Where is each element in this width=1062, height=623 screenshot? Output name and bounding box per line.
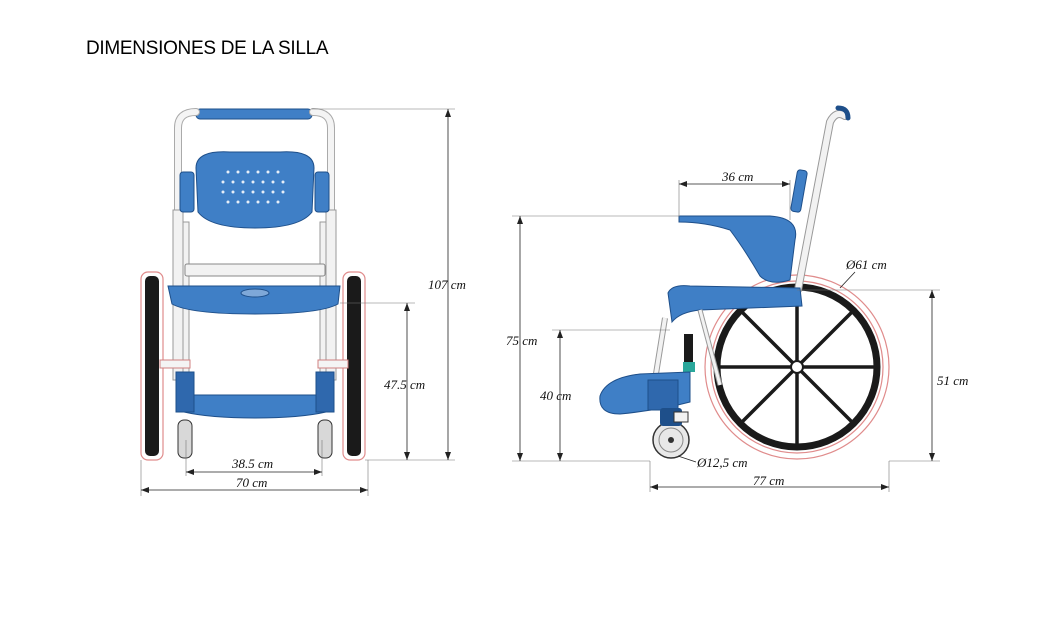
side-seat [667, 285, 803, 324]
side-backrest [678, 215, 797, 283]
side-armrest-height-label: 75 cm [506, 333, 537, 348]
side-total-length-label: 77 cm [753, 473, 784, 488]
front-total-width-label: 70 cm [236, 475, 267, 490]
side-axle-height-label: 51 cm [937, 373, 968, 388]
side-dimension-lines [512, 180, 940, 492]
backrest [195, 151, 315, 229]
side-wheel-diameter-label: Ø61 cm [845, 257, 887, 272]
side-caster-diameter-label: Ø12,5 cm [696, 455, 748, 470]
front-view-drawing [140, 108, 366, 461]
side-seat-depth-label: 36 cm [721, 169, 753, 184]
side-caster [652, 408, 690, 459]
seat [167, 285, 341, 315]
side-view-drawing [599, 105, 890, 460]
push-handle [195, 108, 313, 120]
front-inner-width-label: 38.5 cm [231, 456, 273, 471]
front-dimension-lines [140, 108, 455, 496]
front-height-label: 107 cm [428, 277, 466, 292]
page-title: DIMENSIONES DE LA SILLA [86, 38, 329, 59]
side-footrest-height-label: 40 cm [540, 388, 571, 403]
front-seat-height-label: 47.5 cm [384, 377, 425, 392]
footrest [177, 394, 331, 419]
